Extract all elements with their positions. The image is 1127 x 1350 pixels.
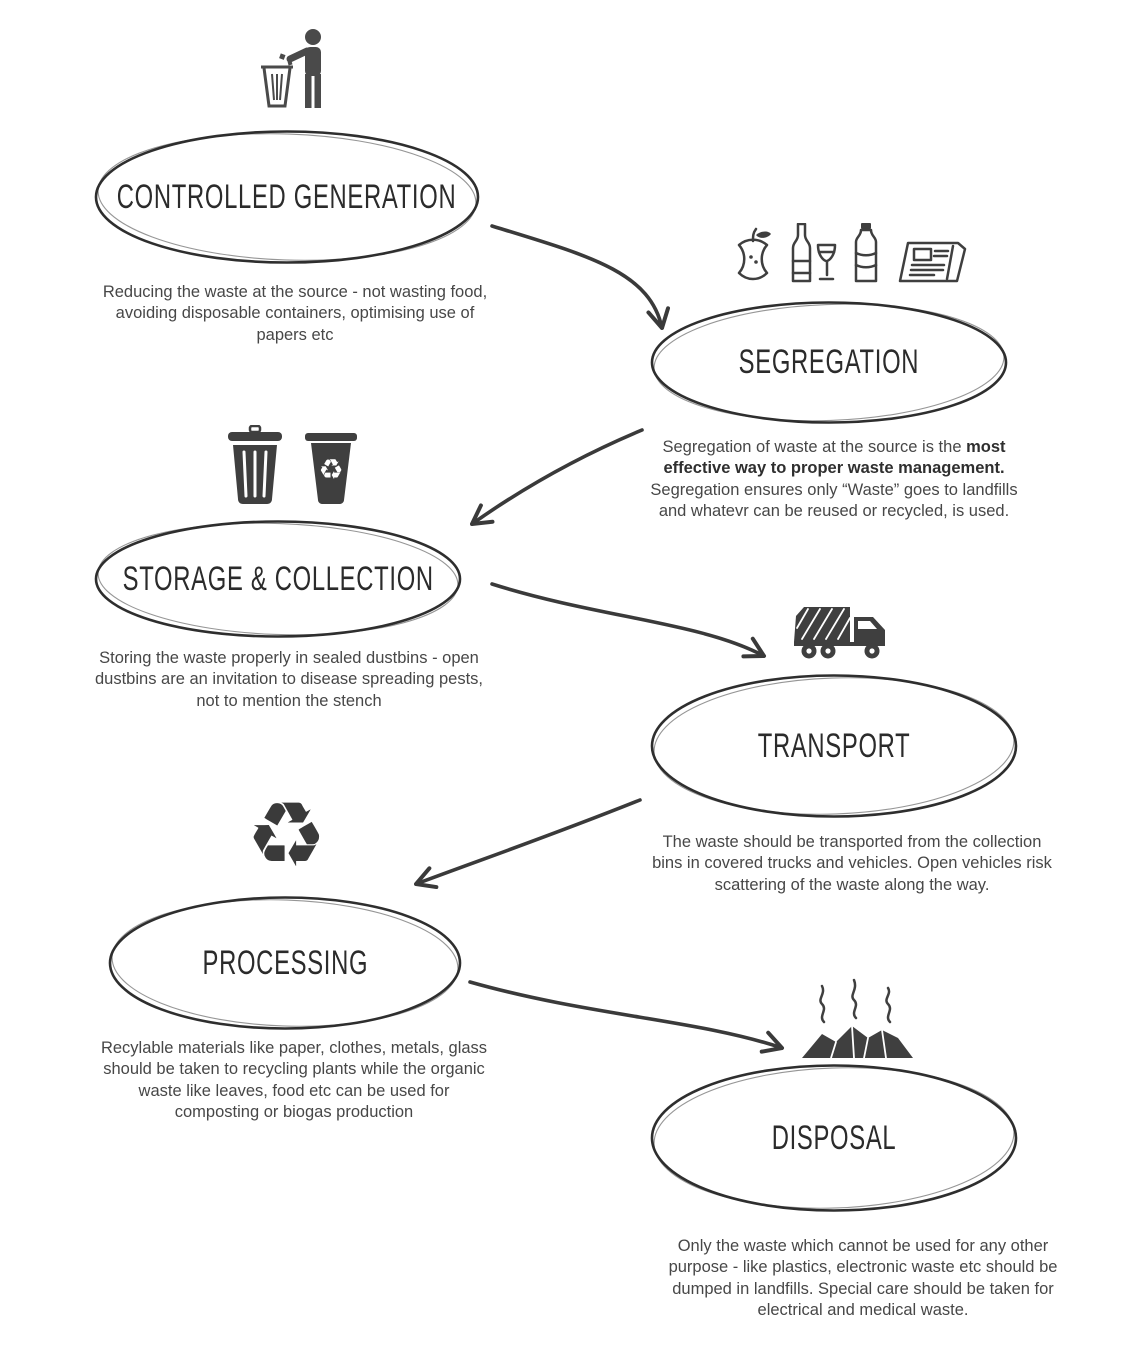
step-desc-disposal: Only the waste which cannot be used for … [668,1237,1058,1320]
step-title-generation: CONTROLLED GENERATION [117,177,457,216]
step-desc-generation: Reducing the waste at the source - not w… [102,283,488,344]
arrow-generation-to-segregation [490,224,670,330]
desc-text-post: Segregation ensures only “Waste” goes to… [650,480,1018,521]
sketch-ellipse [650,1064,1018,1212]
garbage-truck-icon [792,602,900,665]
step-desc-segregation: Segregation of waste at the source is th… [640,437,1028,523]
apple-core-icon [732,227,774,290]
arrow-segregation-to-storage [470,428,644,526]
step-bubble-generation: CONTROLLED GENERATION [92,128,482,266]
step-bubble-processing: PROCESSING [106,894,464,1032]
recycle-symbol-icon: ♻ [246,783,327,888]
landfill-smoke-icon [800,976,915,1065]
step-bubble-disposal: DISPOSAL [648,1062,1020,1214]
sketch-ellipse [94,520,462,638]
person-littering-icon [260,28,336,115]
step-title-transport: TRANSPORT [757,726,911,765]
step-desc-transport: The waste should be transported from the… [652,833,1052,894]
sketch-ellipse [108,896,462,1030]
water-bottle-icon [852,223,880,290]
arrow-storage-to-transport [490,582,766,659]
sketch-ellipse [650,301,1008,424]
desc-text-bold: most effective way to proper waste manag… [663,438,1006,478]
sketch-ellipse [650,674,1018,818]
step-title-disposal: DISPOSAL [771,1118,897,1157]
arrow-transport-to-processing [414,798,642,890]
storage-icons: ♻ [226,424,358,510]
step-bubble-segregation: SEGREGATION [648,299,1010,426]
step-title-segregation: SEGREGATION [738,343,920,381]
recycle-bin-icon: ♻ [304,425,358,510]
step-bubble-storage: STORAGE & COLLECTION [92,518,464,640]
svg-text:♻: ♻ [318,453,343,486]
arrow-processing-to-disposal [468,980,784,1054]
desc-text-pre: Segregation of waste at the source is th… [662,438,967,456]
dustbin-icon [226,424,284,510]
newspaper-icon [894,237,970,290]
step-desc-processing: Recylable materials like paper, clothes,… [100,1039,488,1122]
sketch-ellipse [94,130,480,264]
step-title-processing: PROCESSING [202,943,368,982]
step-desc-storage: Storing the waste properly in sealed dus… [95,649,483,710]
segregation-icons [732,222,970,290]
step-title-storage: STORAGE & COLLECTION [122,559,434,598]
step-bubble-transport: TRANSPORT [648,672,1020,820]
wine-bottle-glass-icon [788,222,838,290]
